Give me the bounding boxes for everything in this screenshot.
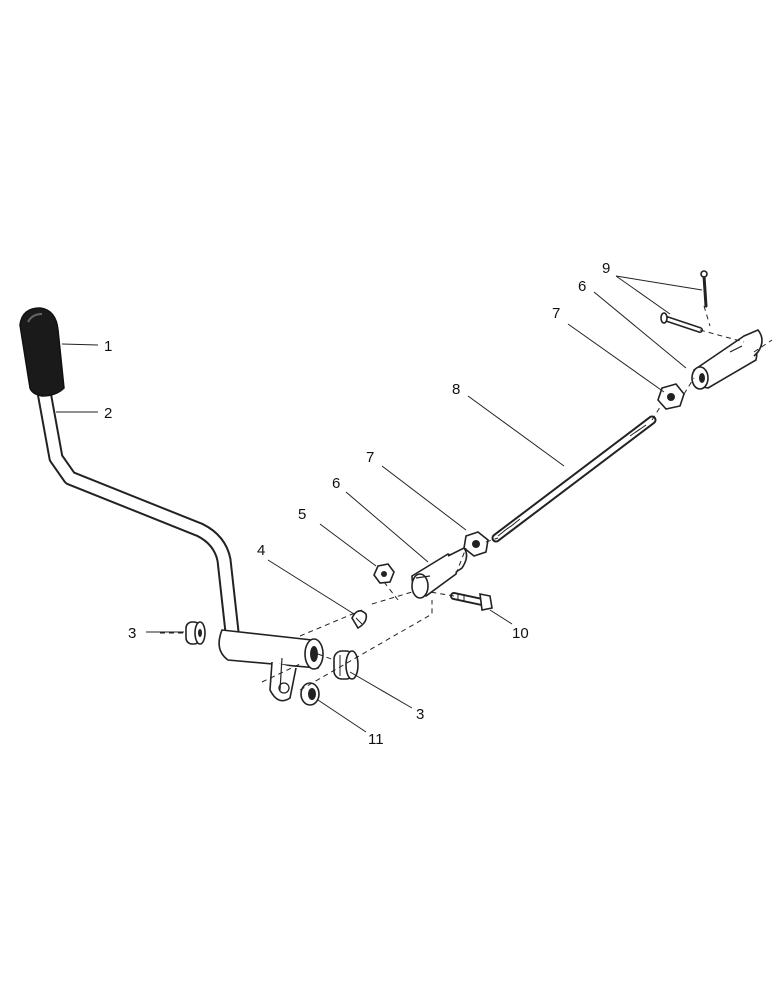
callout-1: 1 (104, 338, 112, 355)
callout-10: 10 (512, 625, 529, 642)
lever-grip (19, 307, 65, 397)
callout-9: 9 (602, 260, 610, 277)
jam-nut-front (463, 531, 489, 557)
jam-nut-rear (657, 383, 685, 410)
bushing-right (333, 650, 359, 680)
bolt-10 (450, 592, 493, 611)
cotter-pin-9 (700, 270, 708, 308)
callout-7-rear: 7 (552, 305, 560, 322)
callout-6-rear: 6 (578, 278, 586, 295)
clevis-pin-9 (660, 312, 703, 333)
callout-2: 2 (104, 405, 112, 422)
clevis-rear (691, 329, 763, 390)
callout-5: 5 (298, 506, 306, 523)
callouts: 1 2 3 4 5 6 7 8 7 6 9 10 3 11 (104, 260, 610, 748)
cotter-pin-4 (351, 610, 368, 630)
callout-6-front: 6 (332, 475, 340, 492)
assembly-lines (160, 305, 772, 691)
lever-hub (218, 629, 324, 702)
callout-3-left: 3 (128, 625, 136, 642)
bushing-left (185, 621, 206, 645)
threaded-rod (491, 415, 657, 543)
callout-3-right: 3 (416, 706, 424, 723)
small-bushing (300, 682, 320, 706)
callout-8: 8 (452, 381, 460, 398)
callout-7-front: 7 (366, 449, 374, 466)
nut-5 (373, 563, 395, 584)
lever-rod (36, 384, 240, 640)
leader-lines (56, 275, 703, 733)
callout-11: 11 (368, 731, 384, 748)
callout-4: 4 (257, 542, 265, 559)
